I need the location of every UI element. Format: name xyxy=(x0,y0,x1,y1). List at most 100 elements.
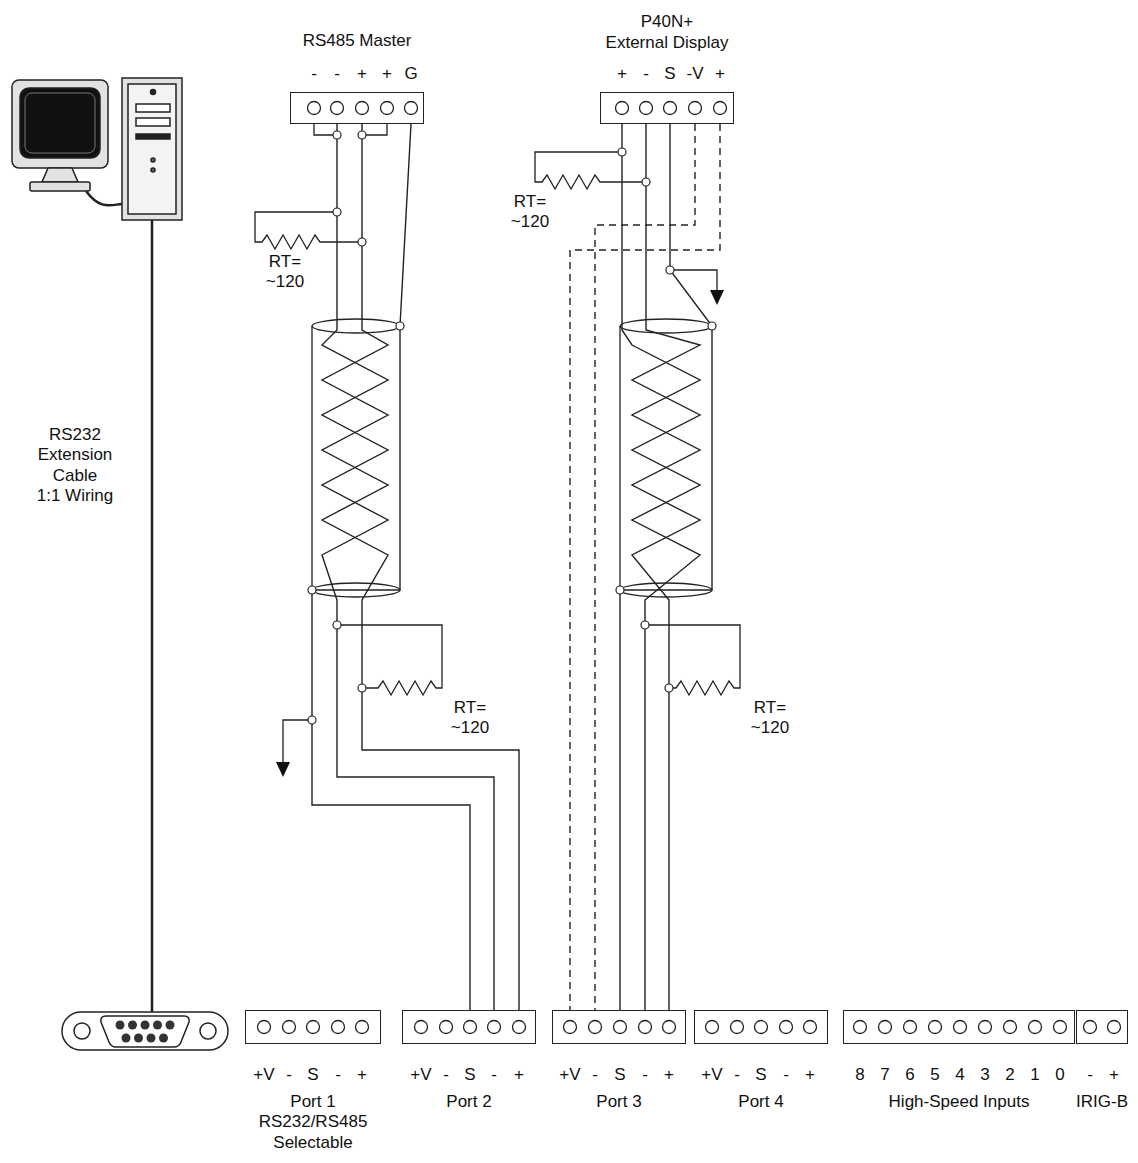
terminal-screw xyxy=(688,101,701,114)
pin-label: + xyxy=(805,1065,815,1085)
pin-label: - xyxy=(443,1065,449,1085)
pin-label: - xyxy=(491,1065,497,1085)
junction-dots xyxy=(616,586,624,594)
signal-wire xyxy=(322,124,494,1010)
port-name: Port 4 xyxy=(738,1092,783,1112)
resistor-label: RT= ~120 xyxy=(511,192,549,233)
port-name: P40N+ External Display xyxy=(606,12,729,53)
pin-label: +V xyxy=(559,1065,580,1085)
pin-label: - xyxy=(334,64,340,84)
pin-label: S xyxy=(307,1065,318,1085)
terminal-screw xyxy=(663,101,676,114)
pin-label: +V xyxy=(410,1065,431,1085)
terminal-screw xyxy=(307,101,320,114)
terminal-screw xyxy=(903,1020,916,1033)
terminal-screw xyxy=(638,1020,651,1033)
pin-label: 6 xyxy=(905,1065,914,1085)
pin-label: G xyxy=(404,64,417,84)
terminal-screw xyxy=(1028,1020,1041,1033)
pin-label: 5 xyxy=(930,1065,939,1085)
terminal-block: Port 4 xyxy=(694,1010,828,1044)
terminal-screw xyxy=(306,1020,319,1033)
port-name: Port 2 xyxy=(446,1092,491,1112)
computer-icon xyxy=(136,104,170,112)
computer-icon xyxy=(12,78,182,220)
cable-shield xyxy=(620,319,712,333)
computer-icon xyxy=(151,90,156,95)
port-name: Port 3 xyxy=(596,1092,641,1112)
cable-shield xyxy=(312,319,400,333)
ground-symbol xyxy=(276,762,290,777)
db9-connector xyxy=(116,1021,175,1043)
terminal-screws xyxy=(402,1010,536,1044)
terminal-screw xyxy=(1107,1020,1120,1033)
terminal-screw xyxy=(512,1020,525,1033)
terminal-screw xyxy=(331,1020,344,1033)
terminal-screws xyxy=(552,1010,686,1044)
resistor-label: RT= ~120 xyxy=(751,698,789,739)
terminal-screw xyxy=(330,101,343,114)
resistor-symbol xyxy=(337,625,442,695)
pin-label: - xyxy=(783,1065,789,1085)
resistor-symbol xyxy=(645,625,740,695)
pin-label: - xyxy=(642,1065,648,1085)
computer-icon xyxy=(136,134,170,139)
junction-dots xyxy=(308,586,316,594)
junction-dots xyxy=(618,148,626,156)
db9-connector xyxy=(134,1034,143,1043)
junction-dots xyxy=(665,684,673,692)
terminal-screw xyxy=(853,1020,866,1033)
signal-wire xyxy=(312,124,470,1010)
pin-label: + xyxy=(357,1065,367,1085)
junction-dots xyxy=(333,621,341,629)
signal-wire xyxy=(632,124,700,1010)
pin-label: S xyxy=(614,1065,625,1085)
port-name: IRIG-B xyxy=(1076,1092,1128,1112)
signal-wire xyxy=(570,124,720,1010)
pin-label: S xyxy=(664,64,675,84)
terminal-screw xyxy=(414,1020,427,1033)
pin-label: 2 xyxy=(1005,1065,1014,1085)
terminal-screw xyxy=(463,1020,476,1033)
port-name: High-Speed Inputs xyxy=(889,1092,1030,1112)
cable-shield xyxy=(311,326,312,590)
terminal-screws xyxy=(600,92,734,124)
junction-dots xyxy=(358,238,366,246)
junction-dots xyxy=(358,684,366,692)
computer-icon xyxy=(151,168,155,172)
computer-icon xyxy=(151,158,155,162)
port-name: Port 1 RS232/RS485 Selectable xyxy=(259,1092,368,1153)
pin-label: S xyxy=(464,1065,475,1085)
pin-label: + xyxy=(664,1065,674,1085)
pin-label: - xyxy=(311,64,317,84)
pin-label: + xyxy=(382,64,392,84)
computer-icon xyxy=(122,78,182,220)
terminal-screws xyxy=(1076,1010,1128,1044)
terminal-screw xyxy=(779,1020,792,1033)
pin-label: - xyxy=(1087,1065,1093,1085)
db9-connector xyxy=(200,1023,216,1039)
junction-dots xyxy=(641,621,649,629)
terminal-screw xyxy=(662,1020,675,1033)
cable-shield xyxy=(619,326,620,590)
computer-icon xyxy=(25,93,95,153)
terminal-screws xyxy=(843,1010,1075,1044)
pin-label: 0 xyxy=(1055,1065,1064,1085)
db9-connector xyxy=(141,1021,150,1030)
db9-connector xyxy=(122,1034,131,1043)
terminal-screw xyxy=(380,101,393,114)
terminal-screws xyxy=(290,92,424,124)
terminal-screw xyxy=(615,101,628,114)
db9-connector xyxy=(166,1021,175,1030)
pin-label: + xyxy=(357,64,367,84)
junction-dots xyxy=(308,131,716,724)
db9-connector xyxy=(128,1021,137,1030)
signal-wire xyxy=(322,124,519,1010)
pin-label: S xyxy=(755,1065,766,1085)
terminal-screw xyxy=(878,1020,891,1033)
resistor-label: RT= ~120 xyxy=(266,252,304,293)
